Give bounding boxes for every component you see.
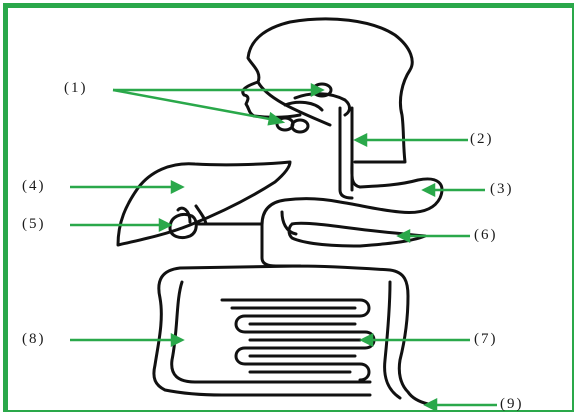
label-1: (1) <box>64 80 88 97</box>
arrow-5-head <box>160 220 170 230</box>
label-6: (6) <box>474 227 498 244</box>
small-intestine-inner <box>232 308 360 372</box>
esophagus <box>340 108 352 198</box>
arrow-9-head <box>426 400 436 410</box>
label-5: (5) <box>22 216 46 233</box>
arrow-2-head <box>356 135 366 145</box>
duodenum <box>262 225 300 266</box>
arrow-1b <box>113 90 275 120</box>
nose-mouth-profile <box>243 82 300 117</box>
arrow-7-head <box>362 335 372 345</box>
arrow-8-head <box>172 335 182 345</box>
arrow-4-head <box>172 182 182 192</box>
arrow-3-head <box>424 185 434 195</box>
label-3: (3) <box>490 181 514 198</box>
salivary-gland-lower-2 <box>292 120 308 132</box>
label-9: (9) <box>500 396 524 413</box>
label-7: (7) <box>474 331 498 348</box>
liver <box>118 162 290 245</box>
label-2: (2) <box>470 131 494 148</box>
label-8: (8) <box>22 331 46 348</box>
label-4: (4) <box>22 178 46 195</box>
stomach <box>262 160 442 225</box>
